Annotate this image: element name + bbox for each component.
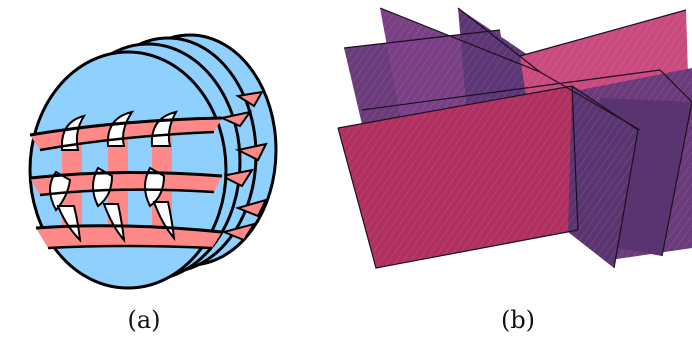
panel-b-diagram: [338, 8, 692, 268]
panel-a-diagram: [30, 35, 276, 288]
caption-b: (b): [488, 308, 548, 332]
caption-a: (a): [114, 308, 174, 332]
